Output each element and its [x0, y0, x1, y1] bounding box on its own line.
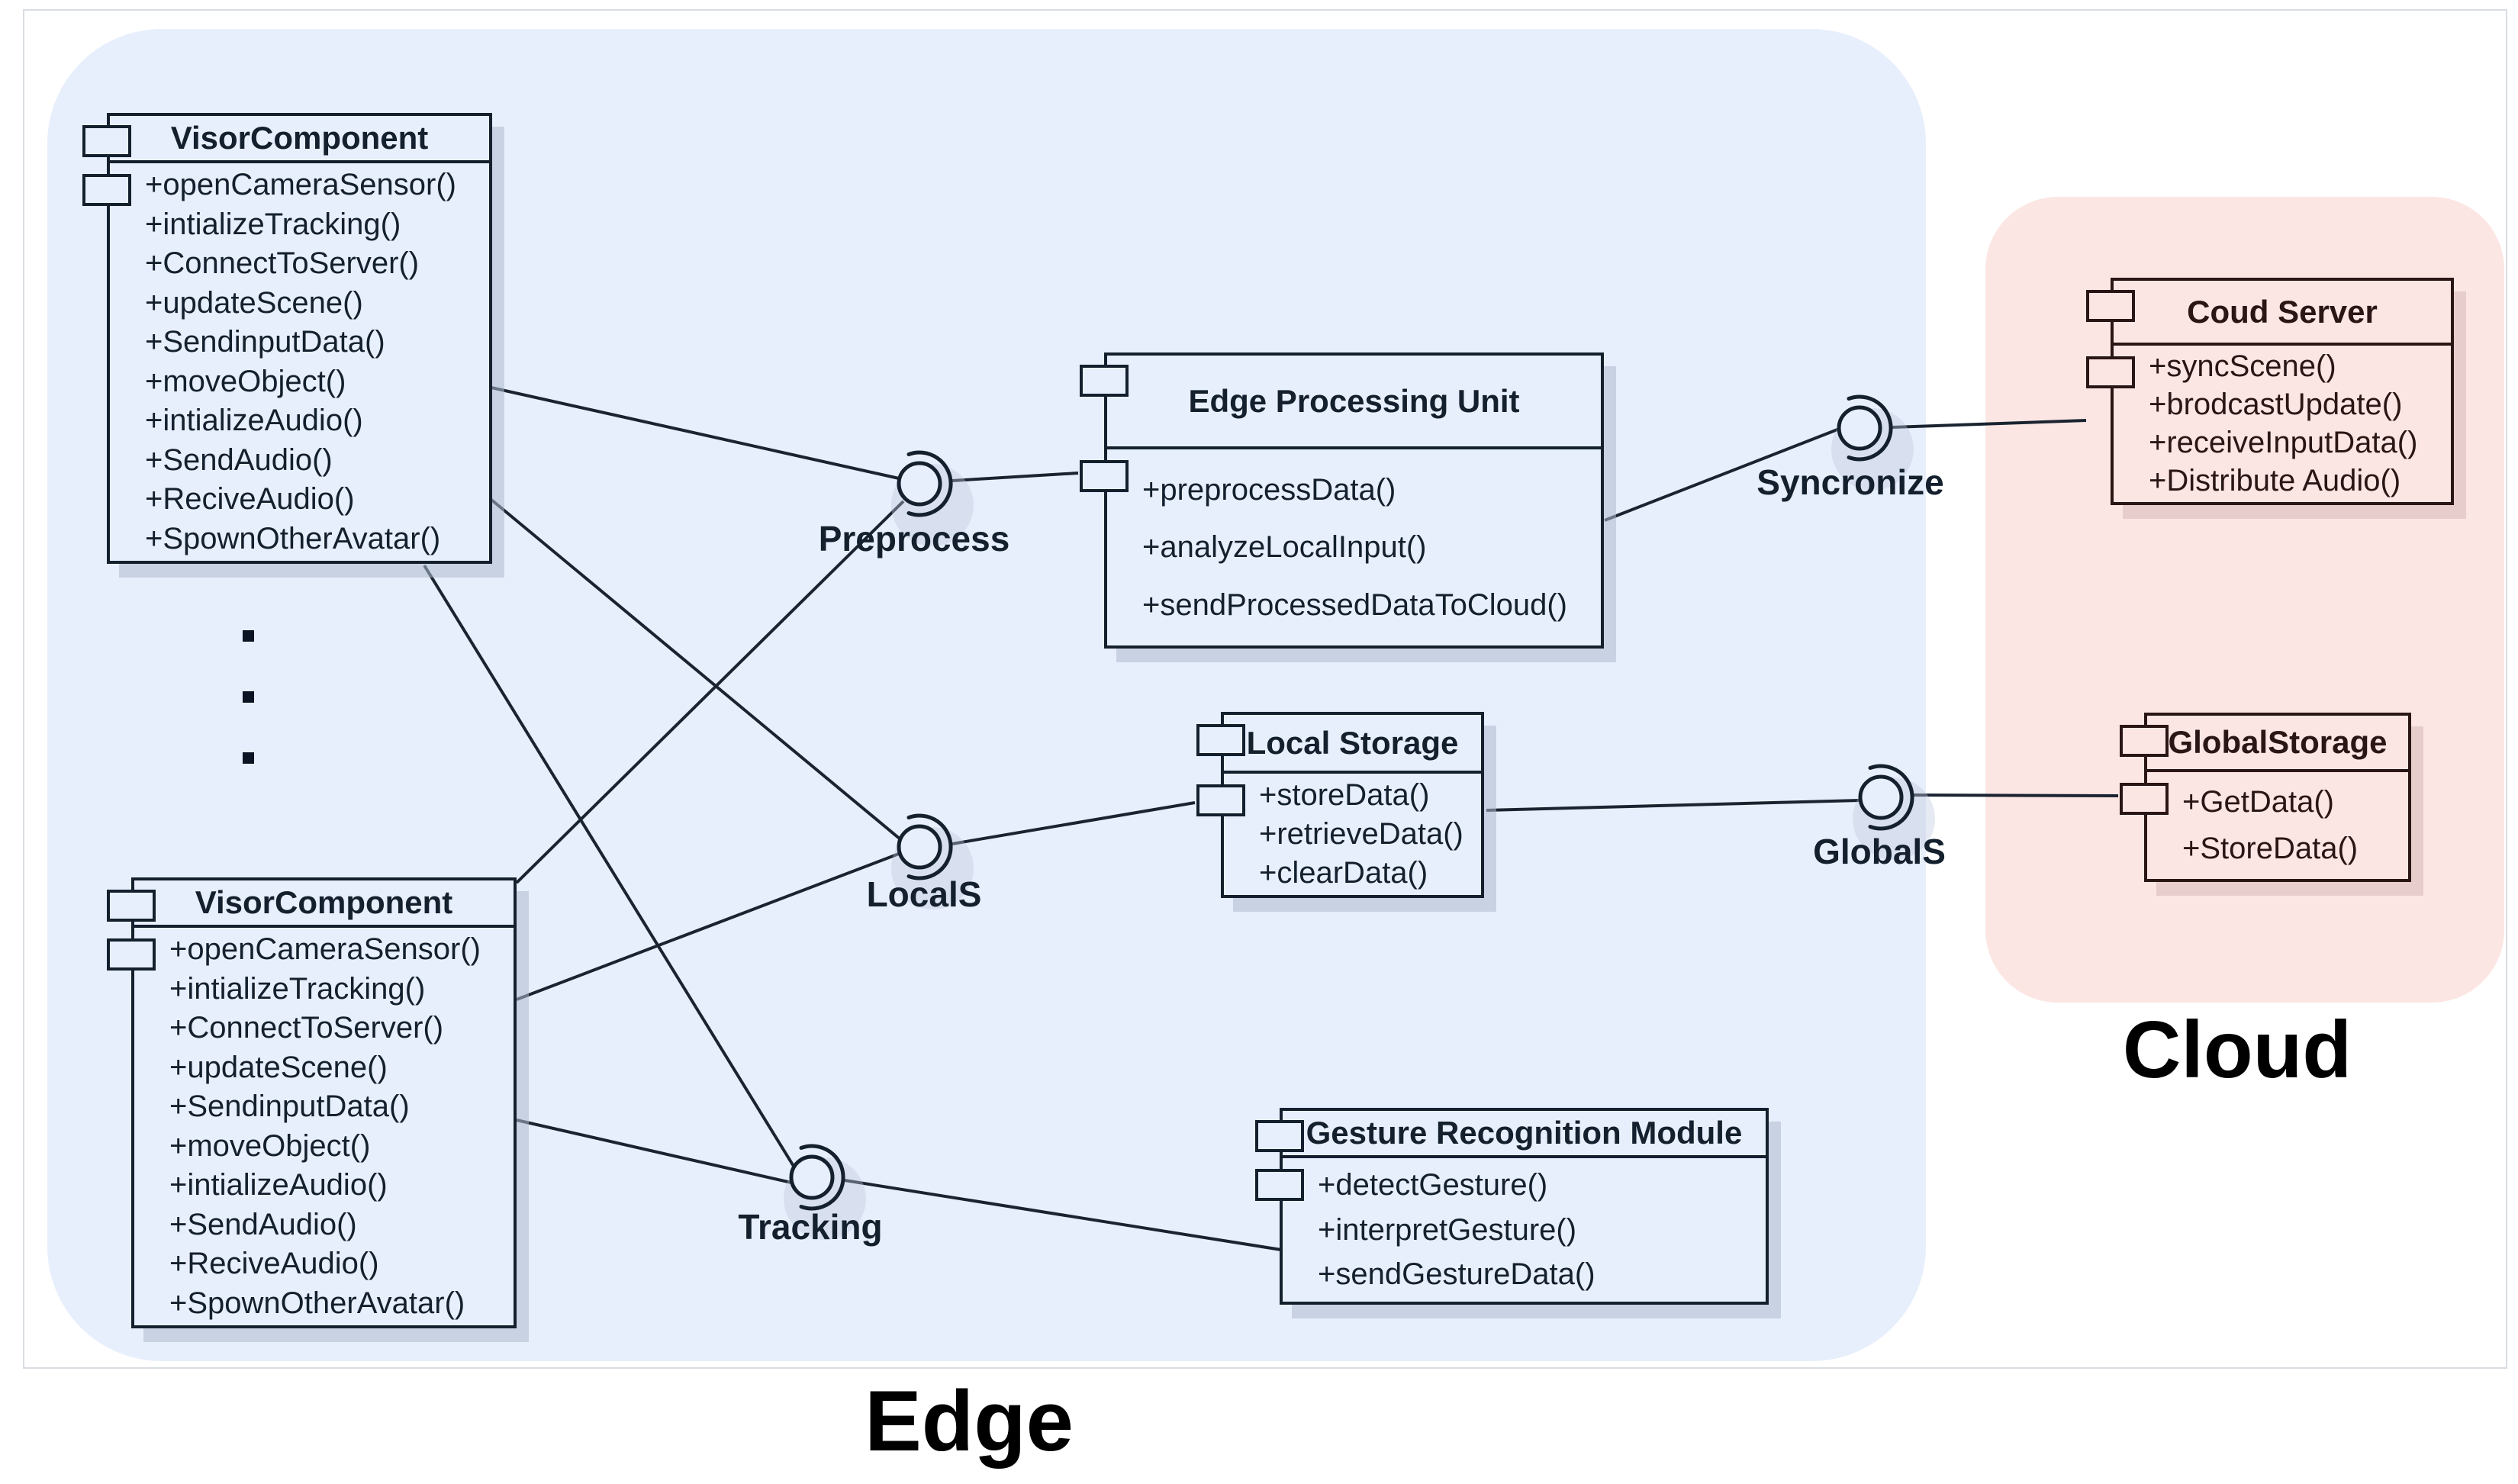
- component-cloud-server[interactable]: Coud Server +syncScene() +brodcastUpdate(…: [2086, 278, 2454, 505]
- method-text: +intializeAudio(): [169, 1168, 388, 1202]
- method-text: +Distribute Audio(): [2149, 464, 2401, 497]
- component-methods: +storeData() +retrieveData() +clearData(): [1224, 774, 1481, 895]
- component-port-icon: [82, 174, 131, 206]
- method-text: +moveObject(): [145, 364, 346, 398]
- component-port-icon: [2086, 356, 2135, 388]
- component-visorcomponent-1[interactable]: VisorComponent +openCameraSensor() +intia…: [82, 113, 492, 564]
- method-text: +clearData(): [1259, 856, 1428, 890]
- component-methods: +GetData() +StoreData(): [2147, 772, 2408, 879]
- method-text: +ConnectToServer(): [169, 1011, 444, 1045]
- method-text: +updateScene(): [145, 285, 363, 320]
- method-text: +storeData(): [1259, 778, 1430, 812]
- vertical-ellipsis-icon: [243, 630, 254, 764]
- edge-region-label: Edge: [865, 1373, 1074, 1469]
- component-port-icon: [2086, 290, 2135, 322]
- interface-label-preprocess: Preprocess: [818, 519, 1010, 559]
- component-title: Local Storage: [1224, 715, 1481, 774]
- method-text: +moveObject(): [169, 1128, 371, 1163]
- method-text: +interpretGesture(): [1318, 1212, 1577, 1247]
- method-text: +detectGesture(): [1318, 1168, 1548, 1202]
- interface-label-locals: LocalS: [866, 874, 982, 914]
- method-text: +GetData(): [2182, 784, 2334, 819]
- interface-label-tracking: Tracking: [738, 1207, 883, 1247]
- component-port-icon: [82, 125, 131, 157]
- interface-tracking-icon[interactable]: [784, 1144, 866, 1240]
- connector-preprocess-epu: [951, 472, 1079, 482]
- component-global-storage[interactable]: GlobalStorage +GetData() +StoreData(): [2120, 713, 2411, 882]
- connector-epu-syncronize: [1604, 428, 1838, 522]
- connector-visor1-preprocess: [491, 386, 900, 480]
- component-port-icon: [2120, 725, 2169, 757]
- method-text: +brodcastUpdate(): [2149, 388, 2403, 421]
- component-local-storage[interactable]: Local Storage +storeData() +retrieveData(…: [1196, 712, 1484, 898]
- component-port-icon: [1080, 460, 1129, 492]
- method-text: +SendinputData(): [145, 325, 385, 359]
- component-gesture-recognition-module[interactable]: Gesture Recognition Module +detectGestur…: [1255, 1108, 1769, 1305]
- component-port-icon: [107, 938, 156, 971]
- method-text: +openCameraSensor(): [145, 168, 456, 202]
- component-title: VisorComponent: [110, 116, 489, 163]
- connector-tracking-gesture: [844, 1179, 1282, 1251]
- method-text: +SpownOtherAvatar(): [145, 521, 441, 555]
- component-title: GlobalStorage: [2147, 716, 2408, 772]
- component-port-icon: [1255, 1169, 1304, 1201]
- component-title: VisorComponent: [134, 880, 514, 928]
- method-text: +sendProcessedDataToCloud(): [1142, 587, 1567, 622]
- connector-globals-globalstorage: [1913, 794, 2119, 797]
- method-text: +SendinputData(): [169, 1090, 410, 1124]
- component-methods: +detectGesture() +interpretGesture() +send…: [1283, 1158, 1766, 1302]
- connector-visor2-preprocess: [515, 500, 905, 884]
- method-text: +SendAudio(): [145, 443, 333, 477]
- component-port-icon: [1255, 1120, 1304, 1152]
- method-text: +SpownOtherAvatar(): [169, 1286, 465, 1320]
- connector-visor1-tracking: [423, 564, 796, 1169]
- interface-preprocess-icon[interactable]: [891, 450, 974, 546]
- interface-locals-icon[interactable]: [891, 813, 974, 909]
- method-text: +retrieveData(): [1259, 817, 1463, 851]
- method-text: +StoreData(): [2182, 832, 2359, 866]
- component-port-icon: [1080, 365, 1129, 397]
- component-port-icon: [107, 890, 156, 922]
- diagram-canvas-frame: [23, 9, 2507, 1369]
- method-text: +analyzeLocalInput(): [1142, 530, 1427, 564]
- component-port-icon: [2120, 783, 2169, 815]
- component-title: Edge Processing Unit: [1107, 356, 1601, 449]
- component-methods: +syncScene() +brodcastUpdate() +receiveInp…: [2114, 346, 2451, 502]
- component-port-icon: [1196, 784, 1245, 816]
- method-text: +ReciveAudio(): [169, 1247, 379, 1281]
- cloud-region-label: Cloud: [2122, 1005, 2352, 1095]
- connector-localstorage-globals: [1486, 799, 1861, 812]
- component-methods: +preprocessData() +analyzeLocalInput() +se…: [1107, 449, 1601, 645]
- method-text: +ReciveAudio(): [145, 482, 355, 517]
- connector-visor2-tracking: [516, 1119, 792, 1184]
- connector-syncronize-cloudserver: [1892, 419, 2087, 429]
- interface-label-globals: GlobalS: [1813, 832, 1946, 871]
- connector-locals-localstorage: [951, 801, 1196, 845]
- method-text: +preprocessData(): [1142, 472, 1396, 507]
- component-edge-processing-unit[interactable]: Edge Processing Unit +preprocessData() +a…: [1080, 352, 1604, 649]
- method-text: +updateScene(): [169, 1050, 388, 1084]
- method-text: +intializeAudio(): [145, 404, 363, 438]
- method-text: +syncScene(): [2149, 349, 2336, 383]
- component-visorcomponent-2[interactable]: VisorComponent +openCameraSensor() +intia…: [107, 877, 517, 1328]
- component-title: Gesture Recognition Module: [1283, 1111, 1766, 1158]
- method-text: +openCameraSensor(): [169, 932, 481, 967]
- method-text: +SendAudio(): [169, 1207, 357, 1241]
- interface-label-syncronize: Syncronize: [1756, 462, 1944, 502]
- component-methods: +openCameraSensor() +intializeTracking() +…: [134, 928, 514, 1325]
- connector-visor1-locals: [490, 498, 902, 841]
- component-methods: +openCameraSensor() +intializeTracking() +…: [110, 163, 489, 561]
- component-title: Coud Server: [2114, 281, 2451, 346]
- method-text: +receiveInputData(): [2149, 426, 2418, 459]
- method-text: +ConnectToServer(): [145, 246, 420, 281]
- connector-visor2-locals: [516, 852, 900, 1001]
- method-text: +intializeTracking(): [169, 971, 426, 1006]
- method-text: +intializeTracking(): [145, 207, 401, 241]
- method-text: +sendGestureData(): [1318, 1257, 1595, 1291]
- component-port-icon: [1196, 724, 1245, 756]
- interface-syncronize-icon[interactable]: [1831, 394, 1914, 491]
- interface-globals-icon[interactable]: [1853, 764, 1935, 860]
